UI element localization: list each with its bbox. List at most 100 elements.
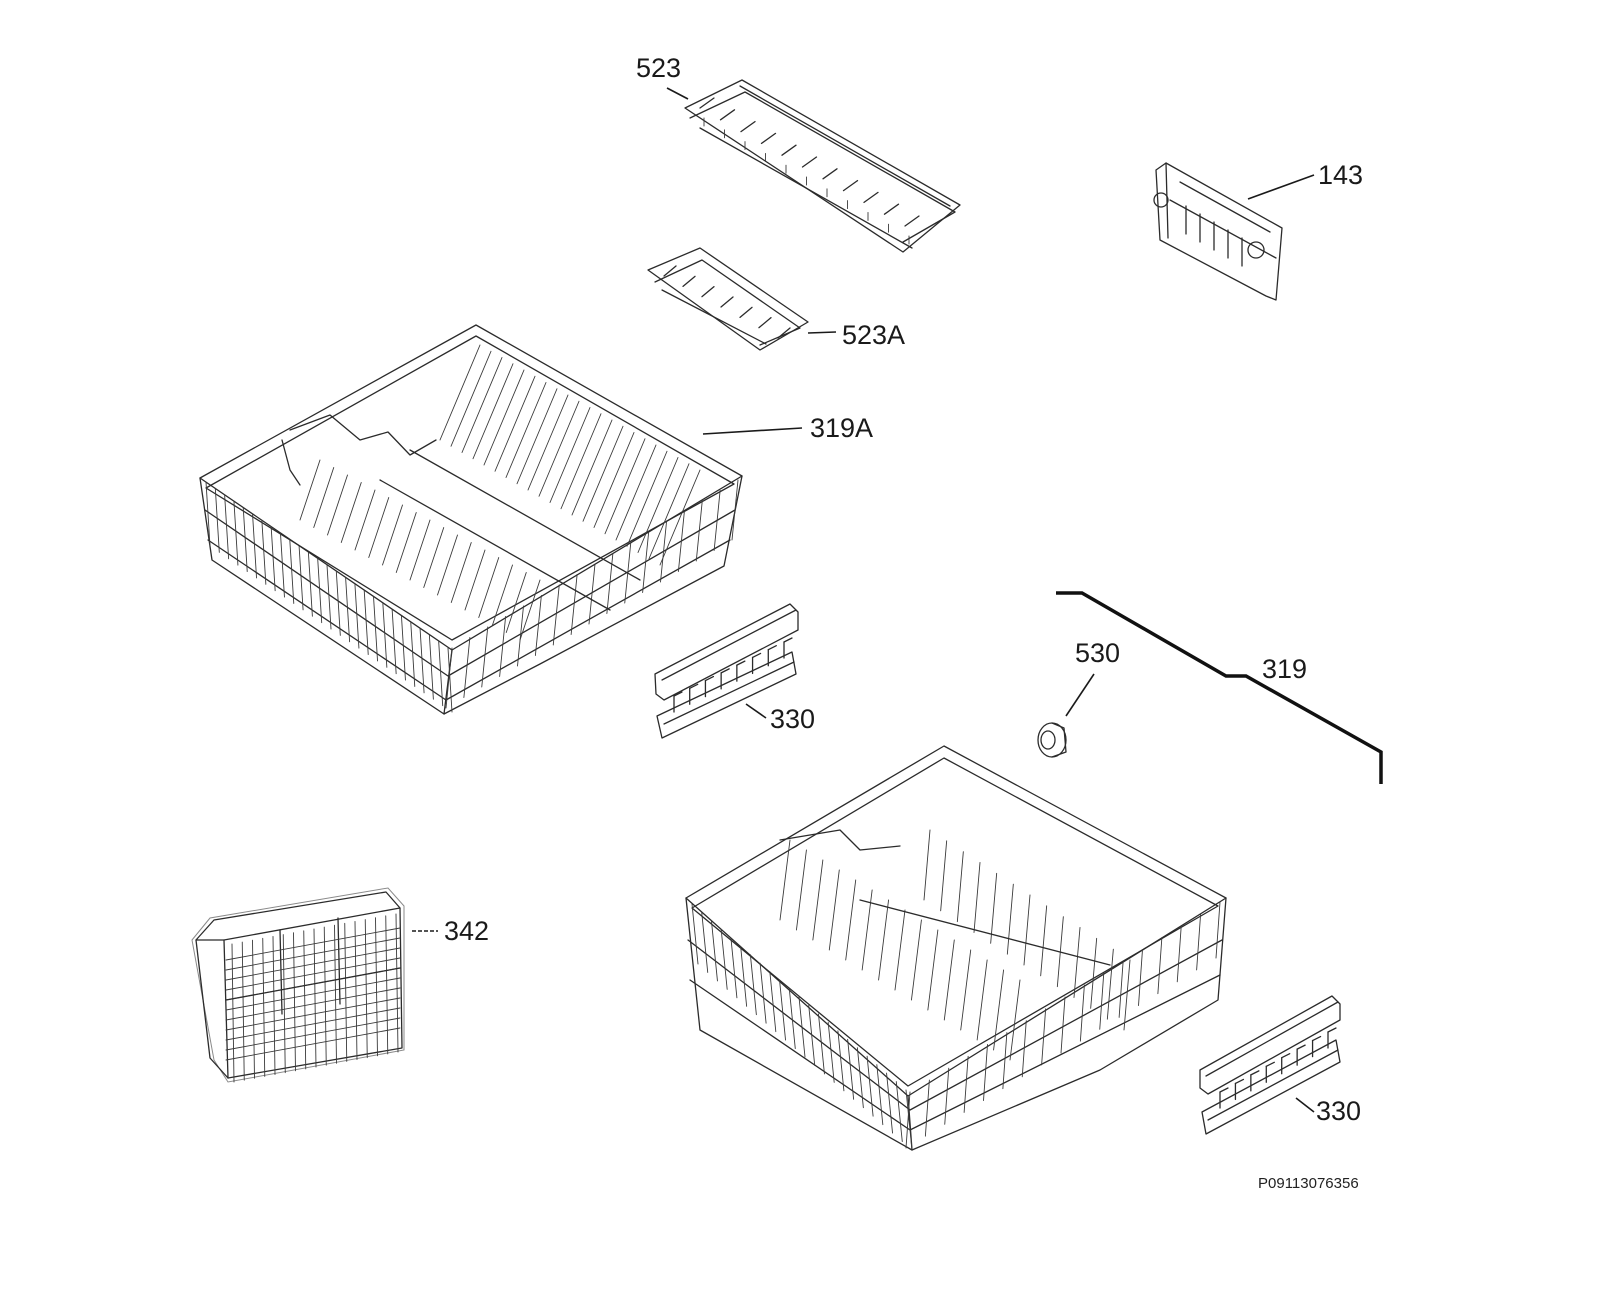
basket-wire: [438, 641, 444, 707]
rack-tooth: [760, 132, 777, 145]
part-330-upper-rail: [654, 603, 799, 739]
basket-tine: [604, 438, 646, 535]
basket-wire: [307, 551, 313, 617]
leader-line-319a: [702, 427, 803, 435]
leader-line-530: [1065, 673, 1095, 717]
basket-tine: [538, 400, 580, 497]
basket-wire: [588, 563, 596, 625]
basket-grid-line: [354, 921, 358, 1060]
rack-tooth: [758, 317, 772, 329]
basket-grid-line: [293, 932, 296, 1072]
rail-clip: [1265, 1061, 1275, 1067]
basket-grid-line: [282, 934, 286, 1074]
basket-grid-line: [225, 957, 401, 991]
basket-wire: [701, 912, 709, 973]
rail-clip: [673, 691, 683, 697]
leader-line-330-upper: [745, 703, 767, 719]
basket-wire: [224, 494, 230, 560]
basket-tine: [478, 557, 500, 618]
basket-wire: [391, 609, 397, 675]
basket-grid-line: [313, 928, 317, 1068]
basket-wire: [363, 590, 369, 655]
basket-wire: [517, 605, 524, 667]
callout-label-143: 143: [1318, 160, 1363, 190]
basket-wire: [730, 937, 738, 999]
basket-tine: [1073, 927, 1081, 998]
basket-wire: [317, 558, 323, 624]
basket-wire: [205, 481, 211, 547]
basket-wire: [242, 507, 248, 572]
rail-clip: [1296, 1044, 1306, 1050]
part-523-cup-rack: [684, 79, 961, 253]
basket-grid-line: [225, 1027, 401, 1061]
rail-clip: [1250, 1070, 1260, 1076]
basket-tine: [615, 444, 657, 541]
rack-tooth: [739, 306, 753, 318]
basket-tine: [483, 369, 525, 466]
rack-tooth: [682, 275, 696, 287]
callout-143: 143: [1247, 160, 1363, 200]
basket-wire: [1118, 960, 1124, 1018]
rack-tooth: [701, 286, 715, 298]
basket-wire: [1196, 913, 1202, 971]
leader-line-330-lower: [1295, 1097, 1315, 1113]
basket-wire: [713, 490, 721, 551]
basket-wire: [481, 626, 489, 688]
basket-wire: [1041, 1008, 1047, 1066]
basket-tine: [1009, 979, 1021, 1061]
rack-tooth: [781, 144, 797, 156]
basket-tine: [461, 357, 503, 453]
callout-319: 319: [1262, 654, 1307, 684]
basket-grid-line: [225, 937, 401, 971]
basket-wire: [1021, 1020, 1027, 1078]
basket-grid-line: [225, 1007, 401, 1041]
basket-wire: [252, 513, 257, 579]
basket-wire: [280, 532, 285, 598]
leader-line-143: [1247, 174, 1315, 200]
callout-523: 523: [636, 53, 689, 100]
callout-label-319a: 319A: [810, 413, 873, 443]
basket-tine: [779, 839, 791, 921]
basket-tine: [450, 542, 472, 603]
part-143-bracket: [1153, 162, 1283, 301]
basket-wire: [410, 622, 416, 687]
rack-tooth: [699, 97, 715, 109]
callout-label-530: 530: [1075, 638, 1120, 668]
basket-wire: [798, 996, 806, 1058]
basket-wire: [326, 564, 332, 630]
rack-tooth: [663, 265, 677, 277]
basket-grid-line: [385, 915, 389, 1055]
rail-clip: [720, 668, 730, 674]
basket-tine: [382, 504, 403, 566]
basket-wire: [759, 962, 767, 1024]
rack-tooth: [740, 120, 756, 133]
basket-tine: [494, 375, 536, 472]
basket-tine: [1090, 937, 1098, 1009]
basket-grid-line: [364, 919, 368, 1059]
basket-tine: [505, 382, 547, 478]
part-330-lower-rail: [1199, 995, 1341, 1135]
basket-wire: [419, 628, 425, 694]
basket-wire: [345, 577, 351, 643]
basket-tine: [990, 872, 998, 944]
basket-wire: [886, 1072, 893, 1134]
basket-wire: [749, 954, 757, 1016]
basket-wire: [808, 1005, 816, 1066]
basket-grid-line: [344, 922, 348, 1062]
basket-tine: [910, 919, 922, 1001]
basket-wire: [214, 487, 220, 553]
basket-wire: [1099, 972, 1105, 1030]
basket-tine: [1040, 905, 1048, 977]
basket-wire: [298, 545, 304, 611]
basket-tine: [973, 862, 981, 933]
basket-grid-line: [225, 997, 401, 1031]
rack-tooth: [720, 296, 734, 308]
basket-wire: [847, 1038, 855, 1100]
basket-tine: [409, 519, 431, 581]
rail-clip: [783, 637, 793, 643]
rail-clip: [1311, 1035, 1322, 1042]
basket-wire: [1060, 996, 1066, 1054]
basket-tine: [516, 388, 558, 485]
basket-wire: [866, 1055, 874, 1117]
basket-tine: [549, 407, 591, 503]
